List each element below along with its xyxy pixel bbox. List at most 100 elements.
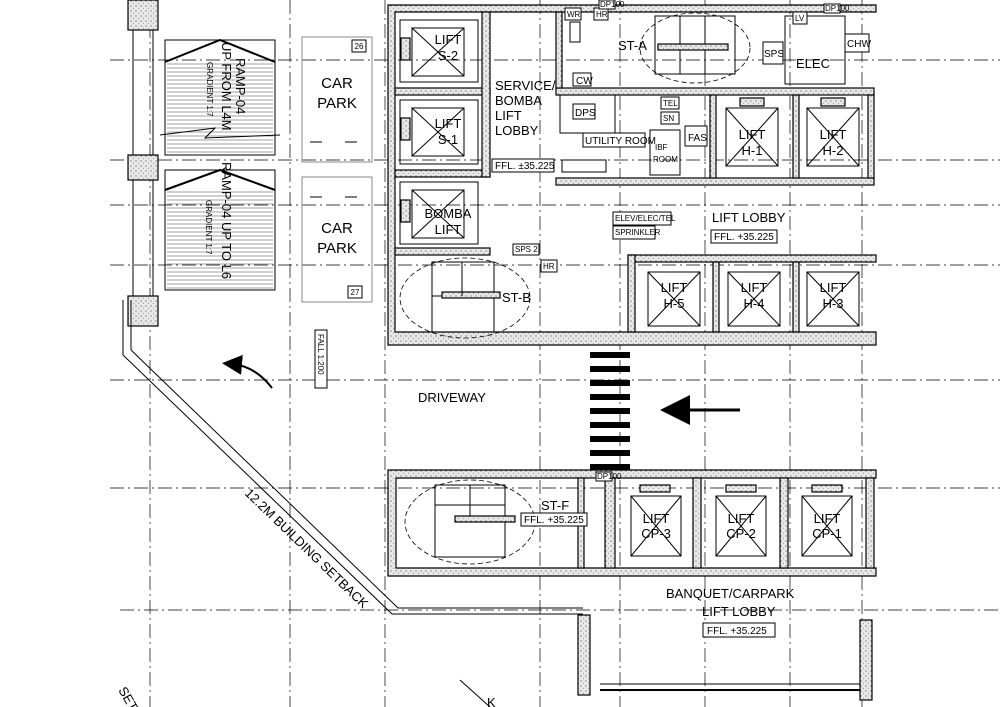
banquet-lobby-line2: LIFT LOBBY [702, 604, 776, 619]
svg-text:ROOM: ROOM [653, 155, 678, 164]
svg-text:LIFT: LIFT [728, 511, 755, 526]
setback-partial-label: SETB [115, 684, 145, 707]
small-rooms: WR HR DP100 CW DPS UTILITY ROOM TEL SN F… [512, 0, 871, 273]
svg-text:LIFT: LIFT [820, 127, 847, 142]
svg-text:LIFT: LIFT [661, 280, 688, 295]
lift-h-2: LIFT H-2 [806, 97, 860, 167]
svg-text:CP-1: CP-1 [812, 526, 842, 541]
svg-text:FAS: FAS [688, 133, 707, 144]
svg-text:S-2: S-2 [438, 48, 458, 63]
svg-text:CHW: CHW [847, 39, 871, 50]
svg-text:SPS: SPS [764, 49, 784, 60]
ramp-04: RAMP-04 UP FROM L4M GRADIENT 1:7 RAMP-04… [159, 38, 281, 291]
stair-st-a: ST-A [618, 12, 751, 84]
svg-text:HR: HR [596, 10, 608, 19]
svg-text:LIFT: LIFT [435, 32, 462, 47]
svg-text:SERVICE/: SERVICE/ [495, 78, 556, 93]
svg-text:LV: LV [795, 14, 805, 23]
svg-text:ST-A: ST-A [618, 38, 647, 53]
lift-s-1: LIFT S-1 [399, 99, 479, 165]
svg-text:DP100: DP100 [597, 472, 622, 481]
svg-text:BOMBA: BOMBA [495, 93, 542, 108]
svg-text:WR: WR [567, 10, 581, 19]
car-park-label-2: PARK [317, 95, 357, 112]
banquet-lobby: BANQUET/CARPARK LIFT LOBBY FFL. +35.225 [666, 586, 795, 638]
ramp-upper-gradient: GRADIENT 1:7 [205, 62, 214, 117]
svg-text:HR: HR [543, 262, 555, 271]
svg-text:H-5: H-5 [664, 296, 685, 311]
svg-text:DP100: DP100 [825, 4, 850, 13]
bottom-structure: K [459, 614, 873, 707]
lifts-cp: LIFT CP-3 LIFT CP-2 LIFT CP-1 [630, 484, 853, 557]
svg-text:S-1: S-1 [438, 132, 458, 147]
svg-text:SPRINKLER: SPRINKLER [615, 228, 661, 237]
lower-core [387, 469, 877, 577]
svg-text:SN: SN [663, 114, 674, 123]
svg-text:FALL 1:200: FALL 1:200 [316, 334, 325, 375]
lift-cp-2: LIFT CP-2 [715, 484, 767, 557]
lift-h-5: LIFT H-5 [647, 271, 701, 327]
svg-text:BOMBA: BOMBA [425, 206, 472, 221]
service-lobby-ffl: FFL. ±35.225 [495, 161, 555, 172]
left-columns [127, 0, 159, 327]
svg-text:TEL: TEL [663, 99, 678, 108]
lift-bomba: BOMBA LIFT [399, 181, 479, 245]
banquet-lobby-ffl: FFL. +35.225 [707, 626, 767, 637]
car-park-label-2: PARK [317, 240, 357, 257]
svg-text:LIFT: LIFT [495, 108, 522, 123]
stair-st-b: ST-B [399, 257, 531, 339]
ramp-lower-label: RAMP-04 UP TO L6 [219, 162, 234, 279]
svg-text:LIFT: LIFT [643, 511, 670, 526]
svg-text:H-2: H-2 [823, 143, 844, 158]
svg-text:UTILITY ROOM: UTILITY ROOM [585, 136, 656, 147]
svg-text:ELEC: ELEC [796, 56, 830, 71]
svg-text:LIFT: LIFT [739, 127, 766, 142]
setback-label: 12.2M BUILDING SETBACK [242, 485, 372, 611]
car-park-number: 26 [355, 42, 364, 51]
svg-text:CP-2: CP-2 [726, 526, 756, 541]
lift-lobby-ffl: FFL. +35.225 [714, 232, 774, 243]
fall-note: FALL 1:200 [314, 329, 328, 389]
svg-text:ELEV/ELEC/TEL: ELEV/ELEC/TEL [615, 214, 676, 223]
car-park-label-1: CAR [321, 75, 353, 92]
lift-lobby-title: LIFT LOBBY [712, 210, 786, 225]
svg-text:DP100: DP100 [600, 0, 625, 9]
car-park-number: 27 [351, 288, 360, 297]
lift-lobby: LIFT LOBBY FFL. +35.225 ELEV/ELEC/TEL SP… [612, 210, 786, 244]
banquet-lobby-line1: BANQUET/CARPARK [666, 586, 795, 601]
car-park-label-1: CAR [321, 220, 353, 237]
car-park-27: 27 CAR PARK [301, 176, 373, 303]
lifts-h-bottom: LIFT H-5 LIFT H-4 LIFT H-3 [647, 261, 860, 333]
setback-boundary: 12.2M BUILDING SETBACK SETB [115, 300, 583, 707]
svg-text:DPS: DPS [575, 108, 596, 119]
svg-text:H-1: H-1 [742, 143, 763, 158]
svg-text:LIFT: LIFT [435, 222, 462, 237]
car-park-26: 26 CAR PARK [301, 36, 373, 163]
ramp-upper-sub: UP FROM L4M [219, 42, 234, 131]
upper-core [387, 4, 877, 346]
svg-text:LIFT: LIFT [741, 280, 768, 295]
svg-text:CP-3: CP-3 [641, 526, 671, 541]
lift-cp-1: LIFT CP-1 [801, 484, 853, 557]
svg-text:IBF: IBF [655, 143, 668, 152]
svg-text:LIFT: LIFT [435, 116, 462, 131]
svg-text:ST-B: ST-B [502, 290, 531, 305]
svg-text:H-3: H-3 [823, 296, 844, 311]
svg-text:LIFT: LIFT [814, 511, 841, 526]
zebra-crossing [590, 352, 630, 470]
svg-text:H-4: H-4 [744, 296, 765, 311]
lifts-h-top: LIFT H-1 LIFT H-2 [709, 94, 875, 179]
grid-mark: K [487, 695, 496, 707]
service-lobby: SERVICE/ BOMBA LIFT LOBBY FFL. ±35.225 [491, 78, 556, 173]
curved-arrow-icon [222, 354, 273, 389]
stair-st-f: ST-F FFL. +35.225 DP100 [404, 471, 622, 565]
lift-s-2: LIFT S-2 [399, 19, 479, 83]
st-f-ffl: FFL. +35.225 [524, 515, 584, 526]
svg-text:CW: CW [576, 76, 593, 87]
svg-text:SPS 2: SPS 2 [515, 245, 538, 254]
svg-text:ST-F: ST-F [541, 498, 569, 513]
lift-cp-3: LIFT CP-3 [630, 484, 682, 557]
svg-text:LIFT: LIFT [820, 280, 847, 295]
svg-text:LOBBY: LOBBY [495, 123, 539, 138]
